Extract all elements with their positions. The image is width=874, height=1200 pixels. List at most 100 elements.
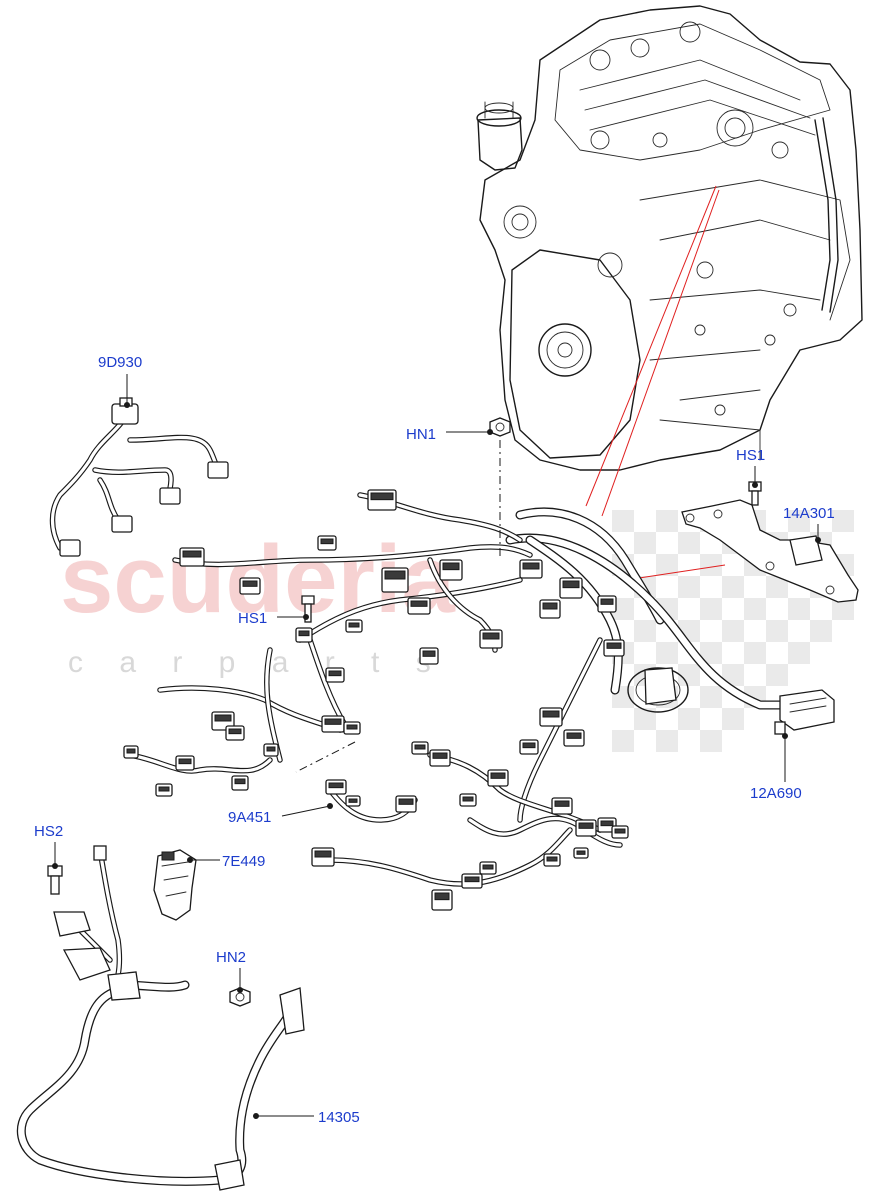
connector-latch (422, 650, 436, 657)
connector-latch (542, 602, 558, 610)
connector-latch (348, 798, 358, 803)
watermark-tagline: c a r p a r t s (68, 646, 445, 679)
connector-latch (462, 796, 474, 802)
bulkhead-grommet (627, 667, 689, 713)
checker-square (656, 554, 678, 576)
connector-latch (414, 744, 426, 750)
engine-block (476, 5, 863, 471)
module-12a690 (774, 689, 835, 735)
checker-square (722, 664, 744, 686)
connector-latch (522, 742, 536, 749)
harness-connectors (123, 489, 629, 911)
checker-square (700, 642, 722, 664)
bolt-hs2 (47, 865, 63, 895)
checker-square (700, 686, 722, 708)
checker-square (766, 620, 788, 642)
callout-9a451: 9A451 (228, 809, 271, 826)
oil-filter-housing (476, 101, 523, 171)
connector-latch (384, 570, 406, 580)
connector-latch (398, 798, 414, 805)
callouts: 9D930 HN1 HS1 14A301 HS1 9A451 12A690 HS… (34, 354, 835, 1126)
connector-latch (542, 710, 560, 718)
timing-cover (503, 205, 641, 459)
part-7e449 (153, 849, 197, 921)
connector-latch (410, 600, 428, 607)
connector-latch (234, 778, 246, 785)
bolt-hs1-mid (301, 595, 315, 623)
main-engine-harness (123, 489, 835, 911)
checker-square (744, 642, 766, 664)
hose-14305 (16, 971, 305, 1191)
callout-12a690: 12A690 (750, 785, 802, 802)
connector-latch (522, 562, 540, 570)
checker-square (788, 510, 810, 532)
connector-latch (182, 550, 202, 558)
head-bosses (589, 21, 789, 159)
leader-9a451-dash (295, 741, 356, 773)
connector-latch (126, 748, 136, 754)
ground-strap (53, 845, 123, 981)
callout-9d930: 9D930 (98, 354, 142, 371)
checker-square (744, 598, 766, 620)
connector-latch (214, 714, 232, 722)
checker-square (678, 532, 700, 554)
checker-square (612, 598, 634, 620)
checker-square (832, 510, 854, 532)
connector-latch (298, 630, 310, 637)
connector-latch (178, 758, 192, 765)
callout-14a301: 14A301 (783, 505, 835, 522)
injector-harness-9d930 (49, 397, 229, 557)
connector-latch (314, 850, 332, 858)
connector-latch (320, 538, 334, 545)
checker-square (766, 664, 788, 686)
callout-hn1: HN1 (406, 426, 436, 443)
connector-latch (566, 732, 582, 739)
connector-latch (490, 772, 506, 779)
connector-latch (434, 892, 450, 901)
checker-square (700, 598, 722, 620)
checker-square (634, 532, 656, 554)
checker-square (656, 642, 678, 664)
checker-square (634, 620, 656, 642)
connector-latch (554, 800, 570, 807)
connector-latch (242, 580, 258, 587)
callout-hn2: HN2 (216, 949, 246, 966)
checker-square (678, 576, 700, 598)
callout-7e449: 7E449 (222, 853, 265, 870)
checker-square (700, 554, 722, 576)
checker-square (656, 510, 678, 532)
checker-square (788, 642, 810, 664)
connector-latch (432, 752, 448, 759)
checker-square (810, 620, 832, 642)
callout-hs1-top: HS1 (736, 447, 765, 464)
connector-latch (482, 632, 500, 640)
connector-latch (328, 782, 344, 789)
checker-square (788, 598, 810, 620)
connector-latch (576, 850, 586, 855)
checker-square (612, 730, 634, 752)
checker-square (678, 664, 700, 686)
connector-latch (600, 820, 614, 827)
callout-hs2: HS2 (34, 823, 63, 840)
connector-latch (346, 724, 358, 730)
checker-square (722, 708, 744, 730)
connector-latch (578, 822, 594, 829)
checker-square (766, 576, 788, 598)
connector-latch (562, 580, 580, 589)
connector-latch (464, 876, 480, 883)
connector-latch (600, 598, 614, 605)
connector-latch (324, 718, 342, 725)
checker-square (722, 576, 744, 598)
checker-square (656, 730, 678, 752)
connector-latch (614, 828, 626, 834)
connector-latch (606, 642, 622, 649)
bracket-14a301 (681, 499, 859, 603)
connector-latch (348, 622, 360, 628)
connector-latch (228, 728, 242, 735)
checker-square (832, 598, 854, 620)
checker-square (612, 510, 634, 532)
checker-square (678, 708, 700, 730)
callout-hs1-mid: HS1 (238, 610, 267, 627)
connector-latch (158, 786, 170, 792)
